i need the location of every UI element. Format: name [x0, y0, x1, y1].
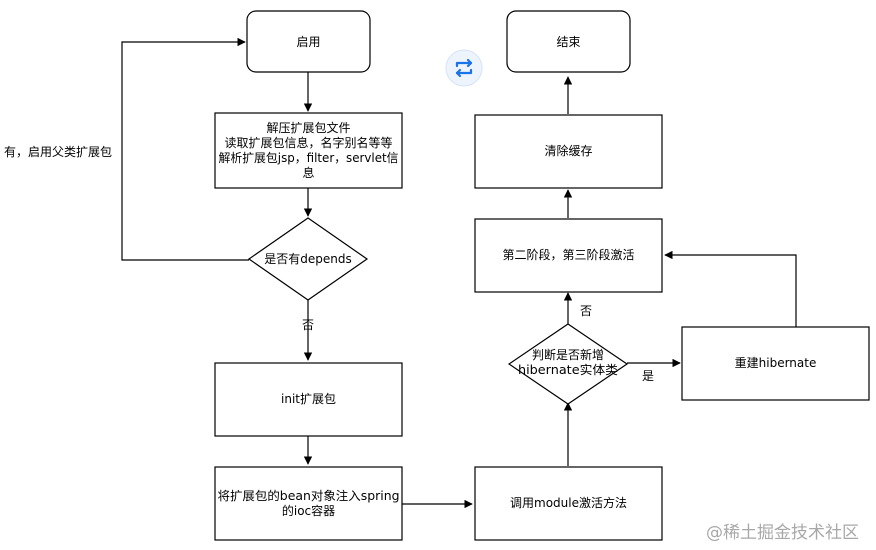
node-inject-line-1: 将扩展包的bean对象注入spring	[218, 488, 400, 503]
node-hibernate-decision: 判断是否新增 hibernate实体类	[507, 323, 629, 405]
edge-label-no-depends: 否	[302, 318, 314, 332]
node-init-label: init扩展包	[281, 392, 336, 406]
edge-label-no-hibernate: 否	[580, 304, 592, 318]
node-rebuild: 重建hibernate	[681, 326, 870, 401]
edge-rebuild-stages	[664, 250, 797, 327]
node-depends-label: 是否有depends	[264, 252, 351, 266]
node-rebuild-label: 重建hibernate	[735, 356, 817, 370]
node-activate-label: 调用module激活方法	[510, 495, 627, 510]
edge-label-yes-parent: 有，启用父类扩展包	[4, 145, 112, 159]
node-hibernate-line-2: hibernate实体类	[518, 362, 618, 377]
node-depends-decision: 是否有depends	[247, 217, 369, 301]
node-extract-line-1: 解压扩展包文件	[266, 120, 350, 135]
node-stages-label: 第二阶段，第三阶段激活	[502, 247, 634, 262]
sync-swap-icon[interactable]	[445, 49, 483, 87]
node-start-label: 启用	[296, 35, 320, 49]
node-hibernate-line-1: 判断是否新增	[532, 347, 604, 362]
edges	[121, 37, 797, 509]
node-extract-line-3: 解析扩展包jsp，filter，servlet信	[219, 151, 399, 165]
node-end-label: 结束	[556, 35, 580, 49]
edge-depends-yes-loop	[121, 37, 249, 261]
node-end: 结束	[506, 10, 631, 73]
node-extract: 解压扩展包文件 读取扩展包信息，名字别名等等 解析扩展包jsp，filter，s…	[214, 112, 403, 189]
node-clear-cache: 清除缓存	[474, 114, 663, 189]
node-stages: 第二阶段，第三阶段激活	[474, 218, 663, 293]
node-start: 启用	[246, 10, 371, 73]
node-activate-method: 调用module激活方法	[474, 466, 663, 541]
node-inject: 将扩展包的bean对象注入spring 的ioc容器	[214, 466, 403, 541]
node-inject-line-2: 的ioc容器	[282, 503, 335, 518]
node-init: init扩展包	[214, 362, 403, 437]
watermark-text: @稀土掘金技术社区	[706, 523, 859, 543]
node-extract-line-2: 读取扩展包信息，名字别名等等	[224, 135, 392, 150]
edge-label-yes-hibernate: 是	[642, 369, 654, 383]
node-clear-cache-label: 清除缓存	[544, 143, 592, 158]
node-extract-line-4: 息	[302, 165, 314, 180]
